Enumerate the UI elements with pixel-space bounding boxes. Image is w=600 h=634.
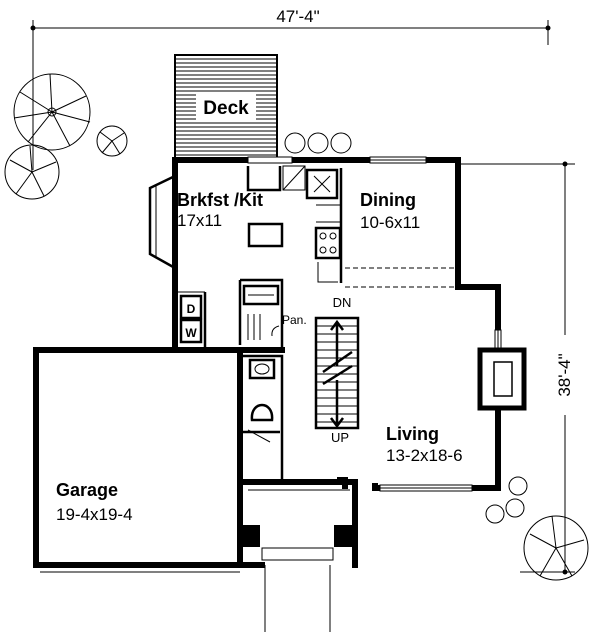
dryer-label: D bbox=[187, 302, 196, 316]
deck-label: Deck bbox=[203, 98, 249, 119]
pantry-label: Pan. bbox=[282, 313, 307, 327]
shrubs-deck-icon bbox=[284, 132, 352, 154]
stairs-up-label: UP bbox=[331, 430, 349, 445]
tree-large-icon bbox=[13, 73, 91, 151]
tree-medium-icon bbox=[4, 144, 60, 200]
garage-size: 19-4x19-4 bbox=[56, 505, 133, 524]
depth-dimension: 38'-4" bbox=[458, 161, 576, 575]
powder-room bbox=[247, 358, 276, 443]
fireplace-icon bbox=[477, 347, 527, 411]
room-labels: Brkfst /Kit 17x11 Dining 10-6x11 Living … bbox=[56, 190, 463, 524]
exterior-walls bbox=[33, 157, 501, 568]
living-name: Living bbox=[386, 424, 439, 444]
dining-size: 10-6x11 bbox=[360, 213, 420, 232]
interior-walls bbox=[175, 168, 458, 480]
depth-label: 38'-4" bbox=[555, 353, 574, 396]
garage-name: Garage bbox=[56, 480, 118, 500]
deck: Deck bbox=[174, 54, 278, 161]
kitchen-size: 17x11 bbox=[177, 211, 222, 230]
dining-name: Dining bbox=[360, 190, 416, 210]
width-dimension: 47'-4" bbox=[30, 6, 551, 170]
washer-label: W bbox=[185, 326, 197, 340]
shrubs-front-icon bbox=[485, 476, 528, 524]
tree-small-icon bbox=[96, 125, 128, 157]
kitchen-name: Brkfst /Kit bbox=[177, 190, 263, 210]
front-porch bbox=[40, 489, 354, 632]
pantry: Pan. bbox=[242, 284, 307, 340]
kitchen-fixtures bbox=[246, 165, 342, 283]
stairs: DN UP bbox=[314, 295, 360, 445]
tree-corner-icon bbox=[523, 515, 589, 581]
living-size: 13-2x18-6 bbox=[386, 446, 463, 465]
laundry: D W bbox=[179, 294, 203, 344]
trees bbox=[4, 73, 589, 581]
bay-window bbox=[148, 174, 176, 270]
width-label: 47'-4" bbox=[276, 7, 319, 26]
stairs-down-label: DN bbox=[333, 295, 352, 310]
